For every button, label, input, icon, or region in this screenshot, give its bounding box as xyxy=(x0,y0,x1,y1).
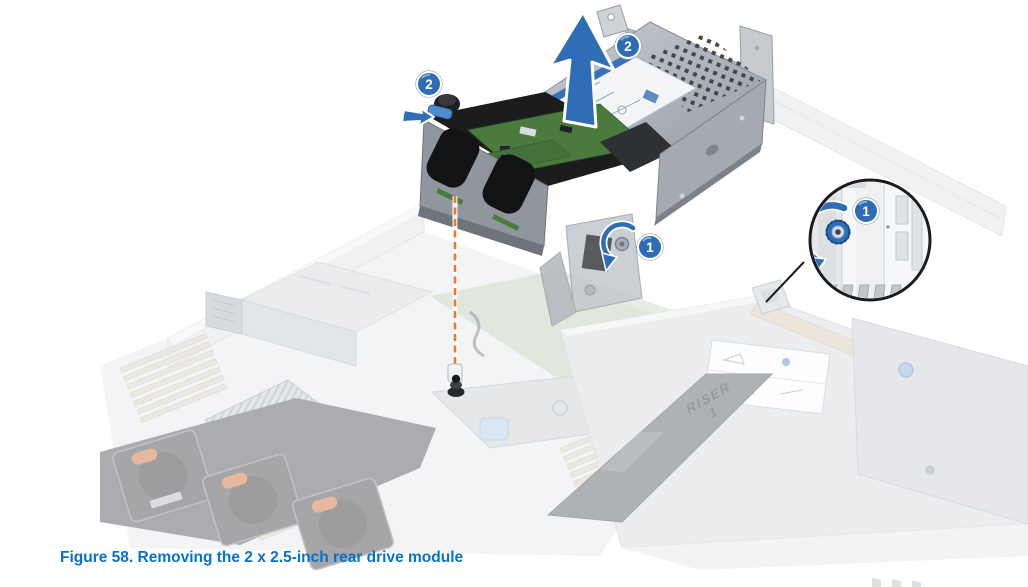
release-latch xyxy=(427,94,460,120)
chassis-thumbscrew xyxy=(614,236,630,252)
latch-press-arrow-icon xyxy=(401,107,435,127)
drive-bay-opening xyxy=(482,154,536,214)
riser-1-assembly: RISER 1 xyxy=(546,373,774,523)
tray-thumbscrew-pin xyxy=(898,362,914,378)
inset-thumbscrew xyxy=(825,219,851,245)
lift-up-arrow-icon xyxy=(548,10,616,129)
annotations: 2 2 1 xyxy=(401,10,664,273)
magnifier-inset: 1 xyxy=(765,178,932,303)
callout-step1-thumbscrew-number: 1 xyxy=(646,240,654,255)
magnifier-leader-line xyxy=(765,261,805,303)
figure-caption: Figure 58. Removing the 2 x 2.5-inch rea… xyxy=(60,549,464,566)
callout-step1-inset-number: 1 xyxy=(862,204,870,219)
cooling-fans xyxy=(100,398,436,571)
thumbscrew-rotate-arrowhead-icon xyxy=(600,251,619,273)
drive-bay-opening xyxy=(426,128,480,188)
callout-step2-latch: 2 xyxy=(415,70,443,98)
thumbscrew-rotate-arrow-icon xyxy=(601,222,636,261)
callout-step2-latch-number: 2 xyxy=(425,77,433,92)
callout-step1-inset: 1 xyxy=(852,197,880,225)
power-supply xyxy=(205,261,434,367)
riser-1-label-line2: 1 xyxy=(708,403,718,421)
callout-step1-thumbscrew: 1 xyxy=(636,233,664,261)
callout-step2-lift-number: 2 xyxy=(624,39,632,54)
riser-tray: RISER 1 xyxy=(546,279,1028,587)
alignment-standoff xyxy=(447,363,465,397)
inset-rotate-arrow-icon xyxy=(812,202,848,266)
alignment-guide xyxy=(447,196,465,397)
callout-step2-lift: 2 xyxy=(614,32,642,60)
